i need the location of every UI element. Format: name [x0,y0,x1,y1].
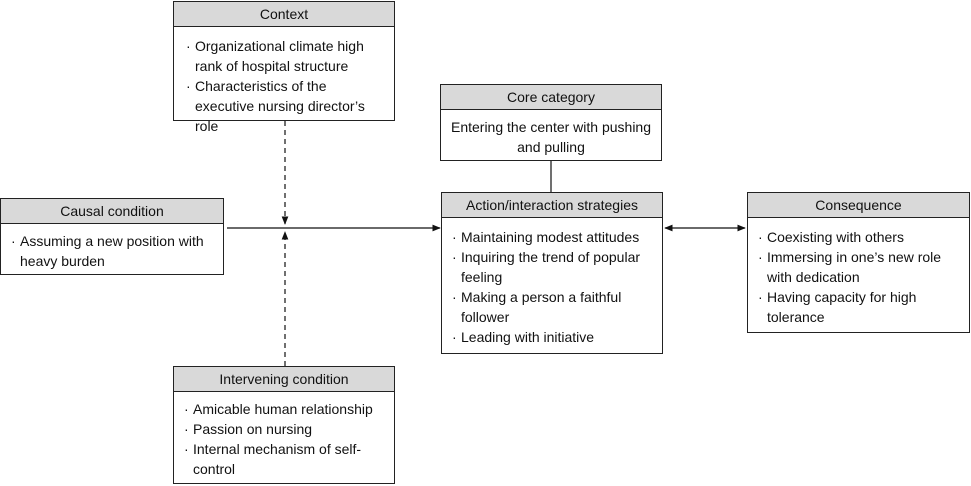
intervening-condition-item: Amicable human relationship [180,399,388,419]
consequence-title: Consequence [748,193,969,218]
context-item: Organizational climate high rank of hosp… [182,36,388,76]
consequence-box: Consequence Coexisting with others Immer… [747,192,970,333]
core-category-box: Core category Entering the center with p… [440,84,662,161]
strategies-box: Action/interaction strategies Maintainin… [441,192,663,354]
consequence-item: Having capacity for high tolerance [754,287,963,327]
causal-condition-title: Causal condition [1,199,223,224]
intervening-condition-title: Intervening condition [174,367,394,392]
strategies-title: Action/interaction strategies [442,193,662,218]
core-category-text: Entering the center with pushing and pul… [450,119,651,155]
strategies-item: Inquiring the trend of popular feeling [448,247,656,287]
strategies-item: Making a person a faithful follower [448,287,656,327]
intervening-condition-item: Passion on nursing [180,419,388,439]
core-category-title: Core category [441,85,661,110]
strategies-item: Maintaining modest attitudes [448,227,656,247]
consequence-item: Immersing in one’s new role with dedicat… [754,247,963,287]
strategies-item: Leading with initiative [448,327,656,347]
intervening-condition-box: Intervening condition Amicable human rel… [173,366,395,484]
context-title: Context [174,2,394,27]
context-box: Context Organizational climate high rank… [173,1,395,134]
causal-condition-item: Assuming a new position with heavy burde… [7,231,217,271]
intervening-condition-item: Internal mechanism of self-control [180,439,388,479]
causal-condition-box: Causal condition Assuming a new position… [0,198,224,275]
context-item: Characteristics of the executive nursing… [182,76,388,136]
consequence-item: Coexisting with others [754,227,963,247]
